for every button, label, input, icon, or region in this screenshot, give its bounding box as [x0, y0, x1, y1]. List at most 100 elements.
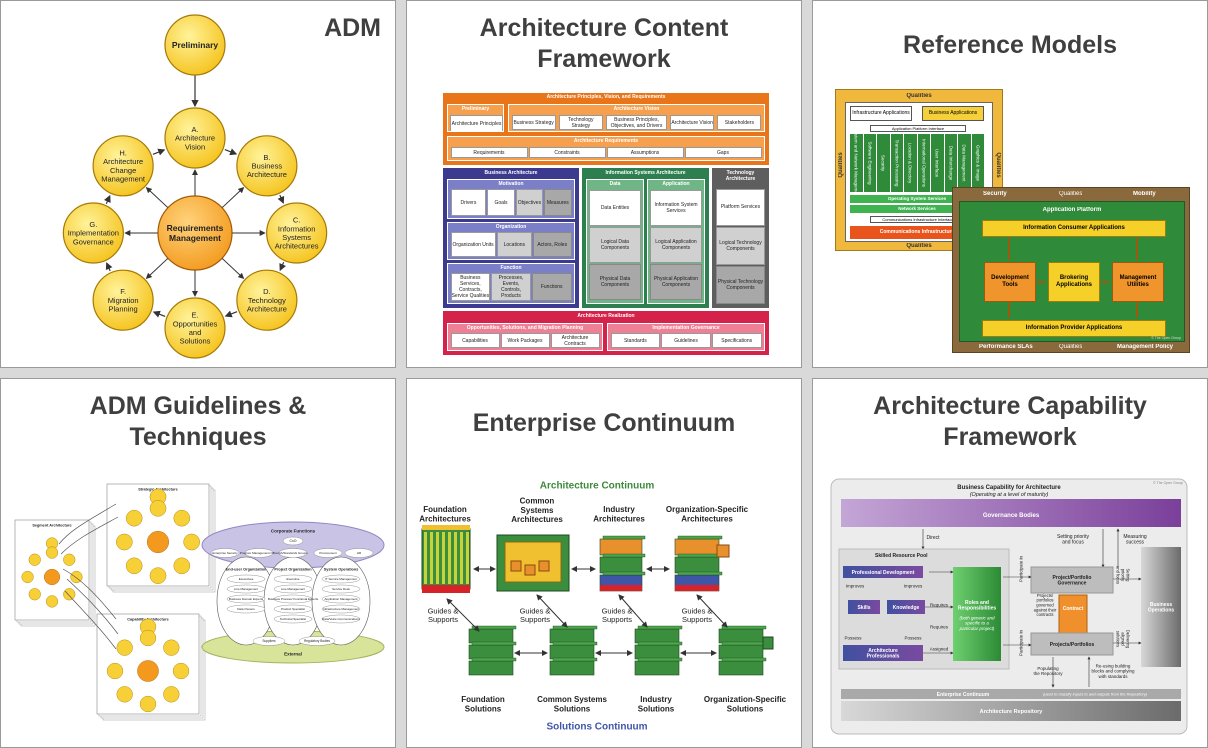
ec-foundation-stripe [442, 532, 445, 584]
ec-foundation-sol [468, 644, 514, 660]
guide-mini-phase [116, 639, 133, 656]
trm-service-label: Software Engineering [867, 141, 873, 185]
acf-cell: Stakeholders [717, 115, 762, 130]
acf-cell: Functions [531, 273, 572, 301]
panel-title-ec: Enterprise Continuum [472, 409, 736, 437]
iiirm-qualities-top: Qualities [1059, 191, 1083, 197]
cap-direct: Direct [926, 535, 940, 541]
adm-phase-circle[interactable] [92, 269, 154, 331]
guide-group-item-label: Executive [286, 577, 299, 581]
trm-qualities-left: Qualities [838, 152, 844, 178]
acf-prelim-title: Preliminary [461, 106, 490, 112]
acf-cell: Physical Data Components [589, 264, 641, 301]
guide-group-item-label: Product Specialist [281, 607, 305, 611]
guide-group-item-label: Data/Voice Communications [322, 617, 360, 621]
acf-top-band: Architecture Principles, Vision, and Req… [443, 93, 769, 165]
acf-ig-title: Implementation Governance [652, 325, 720, 331]
ec-foundation-stripe [424, 532, 427, 584]
ec-foundation-base [422, 585, 470, 593]
acf-app-title: Application [662, 181, 690, 187]
guide-mini-phase [116, 686, 133, 703]
adm-spoke-arrow [217, 186, 245, 213]
ec-guides-arrow [536, 594, 568, 628]
guide-group-item [321, 614, 361, 624]
trm-service-column: Location & Directory [904, 134, 917, 192]
acf-cell: Organization Units [450, 232, 496, 257]
ec-common-sol [549, 660, 595, 676]
acf-cell: Specifications [711, 333, 762, 348]
guide-group-item-label: IT Service Management [325, 577, 357, 581]
adm-phase-circle[interactable] [164, 107, 226, 169]
acf-organization-title: Organization [495, 224, 527, 230]
ec-foundation-stripe [454, 532, 457, 584]
adm-phase-circle[interactable] [236, 269, 298, 331]
guide-group-item-label: Line Management [281, 587, 305, 591]
guide-mini-center [43, 568, 61, 586]
adm-phase-circle[interactable] [92, 135, 154, 197]
adm-spoke-arrow [145, 186, 173, 213]
adm-phase-circle[interactable] [164, 14, 226, 76]
acf-cell: Objectives [515, 189, 544, 216]
acf-realization: Architecture Realization Opportunities, … [443, 311, 769, 355]
acf-cell: Constraints [528, 147, 606, 158]
guide-mini-phase [172, 662, 190, 680]
cap-copyright: © The Open Group [1153, 481, 1183, 485]
trm-bus-apps: Business Applications [922, 106, 984, 121]
acf-osmp-title: Opportunities, Solutions, and Migration … [466, 325, 584, 331]
ec-block-top [602, 571, 646, 576]
guide-group-title: Project Organization [274, 567, 312, 571]
cap-ec [841, 689, 1181, 699]
adm-spoke-arrow [145, 253, 173, 280]
adm-phase-circle[interactable] [164, 297, 226, 359]
adm-phase-circle[interactable] [266, 202, 328, 264]
acf-cell: Standards [610, 333, 661, 348]
ec-block-top [602, 535, 646, 540]
ec-industry-sol [634, 644, 680, 660]
guide-suppliers-label: Suppliers [262, 639, 276, 643]
ec-industry-arch-layer [599, 556, 643, 574]
ec-foundation-stripe [430, 532, 433, 584]
adm-phase-circle[interactable] [62, 202, 124, 264]
ec-org-sol [718, 660, 764, 676]
panel-title-cap: Architecture Capability Framework [873, 392, 1147, 451]
adm-phase-circle[interactable] [236, 135, 298, 197]
cap-requires-2: Requires [930, 625, 949, 630]
acf-cell: Physical Application Components [650, 264, 702, 301]
guide-mini-phase [28, 588, 41, 601]
guide-group-item-label: Business Process/ Functional Experts [268, 597, 319, 601]
ec-org-sol [718, 628, 764, 644]
trm-service-label: International Operations [921, 138, 927, 188]
adm-center-circle[interactable] [157, 195, 233, 271]
cap-pool-label: Skilled Resource Pool [875, 553, 928, 559]
ec-block-top [552, 641, 598, 646]
guide-group-item-label: Infrastructure Management [323, 607, 359, 611]
cap-setting-priority: Settingpriorityand focus [1116, 566, 1131, 584]
acf-cell: Business Services, Contracts, Service Qu… [450, 273, 491, 301]
trm-service-label: System and Network Management [853, 134, 859, 192]
acf-cell: Measures [544, 189, 572, 216]
guide-group-item [226, 574, 266, 584]
adm-ring-arrow [224, 148, 238, 156]
ec-foundation-top [422, 525, 470, 530]
acf-cell: Architecture Contracts [550, 333, 600, 348]
guide-cxo-label: CxO [290, 539, 297, 543]
iiirm-qualities-bottom: Qualities [1059, 344, 1083, 350]
iiirm-security: Security [983, 191, 1007, 197]
cap-subtitle: (Operating at a level of maturity) [970, 492, 1049, 498]
guide-corp-item [344, 548, 374, 558]
iiirm-brokering: Brokering Applications [1048, 262, 1100, 302]
guide-corp-item [244, 548, 274, 558]
cap-pp-label: Projects/Portfolios [1050, 642, 1095, 648]
